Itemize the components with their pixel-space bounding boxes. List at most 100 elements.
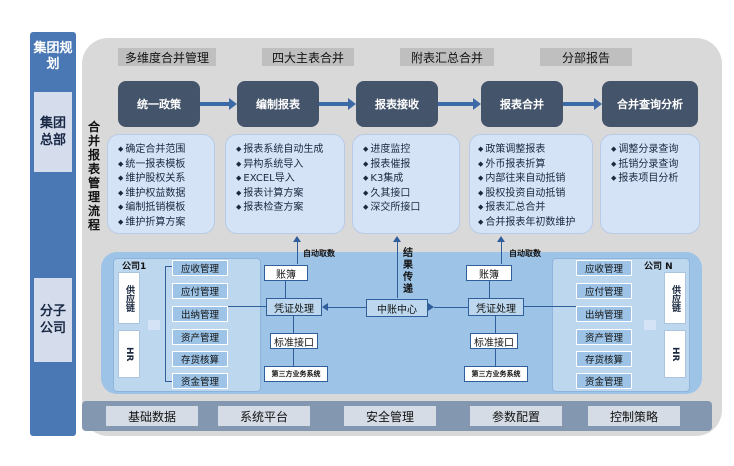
group-hq-label: 集团总部 (34, 92, 72, 172)
feature-box-receive: 进度监控 报表催报 K3集成 久其接口 深交所接口 (352, 134, 460, 234)
arrow-right-icon (148, 320, 160, 330)
connector (524, 306, 576, 307)
step-unified-policy: 统一政策 (118, 81, 200, 127)
third-party-label-right: 第三方业务系统 (471, 370, 521, 378)
bar-system-platform: 系统平台 (218, 406, 310, 426)
step-arrow (200, 98, 237, 110)
connector (297, 240, 298, 264)
feature-item: 维护权益数据 (118, 187, 208, 202)
feature-item: 维护股权关系 (118, 172, 208, 187)
arrow-up-icon (497, 236, 505, 242)
feature-item: 合并报表年初数维护 (478, 216, 586, 231)
feature-item: 报表系统自动生成 (236, 143, 338, 158)
tag-four-main-statements: 四大主表合并 (262, 48, 354, 66)
connector (293, 349, 294, 366)
std-interface-box-right: 标准接口 (470, 333, 518, 349)
feature-item: EXCEL导入 (236, 172, 338, 187)
feature-item: 调整分录查询 (611, 143, 693, 158)
supply-chain-box: 供应链 (118, 272, 140, 324)
feature-item: 报表汇总合并 (478, 201, 586, 216)
feature-item: 股权投资自动抵销 (478, 187, 586, 202)
connector (434, 307, 468, 308)
connector (495, 349, 496, 366)
feature-item: 报表检查方案 (236, 201, 338, 216)
company-1-label: 公司1 (122, 262, 147, 272)
voucher-box-left: 凭证处理 (266, 298, 322, 316)
ledger-hub-box: 中账中心 (366, 299, 428, 317)
connector (285, 281, 286, 298)
supply-chain-box-right: 供应链 (664, 272, 686, 324)
step-arrow (319, 98, 356, 110)
arrow-up-icon (293, 236, 301, 242)
step-report-merge: 报表合并 (481, 81, 563, 127)
module-ap-right: 应付管理 (576, 283, 632, 299)
module-cashier-right: 出纳管理 (576, 306, 632, 322)
feature-item: 外币报表折算 (478, 158, 586, 173)
feature-box-policy: 确定合并范围 统一报表模板 维护股权关系 维护权益数据 编制抵销模板 维护折算方… (107, 134, 215, 234)
module-bracket (165, 266, 173, 382)
arrow-left-icon (322, 303, 328, 311)
company-n-label: 公司 N (644, 262, 673, 272)
connector (293, 316, 294, 333)
subsidiary-label: 分子公司 (34, 278, 72, 362)
auto-fetch-label-right: 自动取数 (509, 249, 541, 258)
third-party-box-right: 第三方业务系统 (464, 366, 528, 382)
module-inventory: 存货核算 (172, 351, 228, 367)
process-title: 合并报表管理流程 (87, 120, 100, 232)
module-inventory-right: 存货核算 (576, 351, 632, 367)
feature-item: 内部往来自动抵销 (478, 172, 586, 187)
feature-item: 异构系统导入 (236, 158, 338, 173)
bar-control-strategy: 控制策略 (588, 406, 680, 426)
feature-box-merge: 政策调整报表 外币报表折算 内部往来自动抵销 股权投资自动抵销 报表汇总合并 合… (469, 134, 593, 234)
arrow-right-icon (428, 303, 434, 311)
tag-schedule-summary: 附表汇总合并 (400, 48, 494, 66)
step-arrow (438, 98, 481, 110)
feature-box-compile: 报表系统自动生成 异构系统导入 EXCEL导入 报表计算方案 报表检查方案 (225, 134, 345, 234)
third-party-box-left: 第三方业务系统 (264, 366, 328, 382)
module-cashier: 出纳管理 (172, 306, 228, 322)
arrow-up-icon (393, 236, 401, 242)
connector (326, 307, 366, 308)
feature-item: 报表催报 (363, 158, 453, 173)
feature-box-query: 调整分录查询 抵销分录查询 报表项目分析 (600, 134, 700, 234)
std-interface-box-left: 标准接口 (270, 333, 318, 349)
hr-box: HR (118, 330, 140, 378)
bar-params: 参数配置 (470, 406, 562, 426)
group-planning-label: 集团规划 (33, 41, 73, 72)
connector (495, 316, 496, 333)
third-party-label-left: 第三方业务系统 (271, 370, 321, 378)
connector (397, 240, 398, 298)
ledger-box-right: 账簿 (466, 265, 512, 281)
module-ar: 应收管理 (172, 260, 228, 276)
feature-item: 确定合并范围 (118, 143, 208, 158)
bar-security: 安全管理 (344, 406, 436, 426)
module-funds-right: 资金管理 (576, 373, 632, 389)
connector (228, 306, 266, 307)
feature-item: 编制抵销模板 (118, 201, 208, 216)
module-funds: 资金管理 (172, 373, 228, 389)
connector (501, 240, 502, 264)
feature-item: 统一报表模板 (118, 158, 208, 173)
voucher-box-right: 凭证处理 (468, 298, 524, 316)
feature-item: 深交所接口 (363, 201, 453, 216)
ledger-box-left: 账簿 (264, 265, 308, 281)
feature-item: 进度监控 (363, 143, 453, 158)
module-ar-right: 应收管理 (576, 260, 632, 276)
module-ap: 应付管理 (172, 283, 228, 299)
step-report-receive: 报表接收 (356, 81, 438, 127)
module-assets-right: 资产管理 (576, 329, 632, 345)
feature-item: 政策调整报表 (478, 143, 586, 158)
arrow-left-icon (644, 320, 656, 330)
feature-item: 久其接口 (363, 187, 453, 202)
step-compile-report: 编制报表 (237, 81, 319, 127)
feature-item: 报表项目分析 (611, 172, 693, 187)
step-arrow (563, 98, 602, 110)
step-merge-query: 合并查询分析 (602, 81, 698, 127)
auto-fetch-label-left: 自动取数 (303, 249, 335, 258)
feature-item: 抵销分录查询 (611, 158, 693, 173)
feature-item: 维护折算方案 (118, 216, 208, 231)
hr-box-right: HR (664, 330, 686, 378)
tag-multi-dimension: 多维度合并管理 (118, 48, 216, 66)
result-transfer-label: 结果传递 (403, 248, 413, 295)
feature-item: 报表计算方案 (236, 187, 338, 202)
